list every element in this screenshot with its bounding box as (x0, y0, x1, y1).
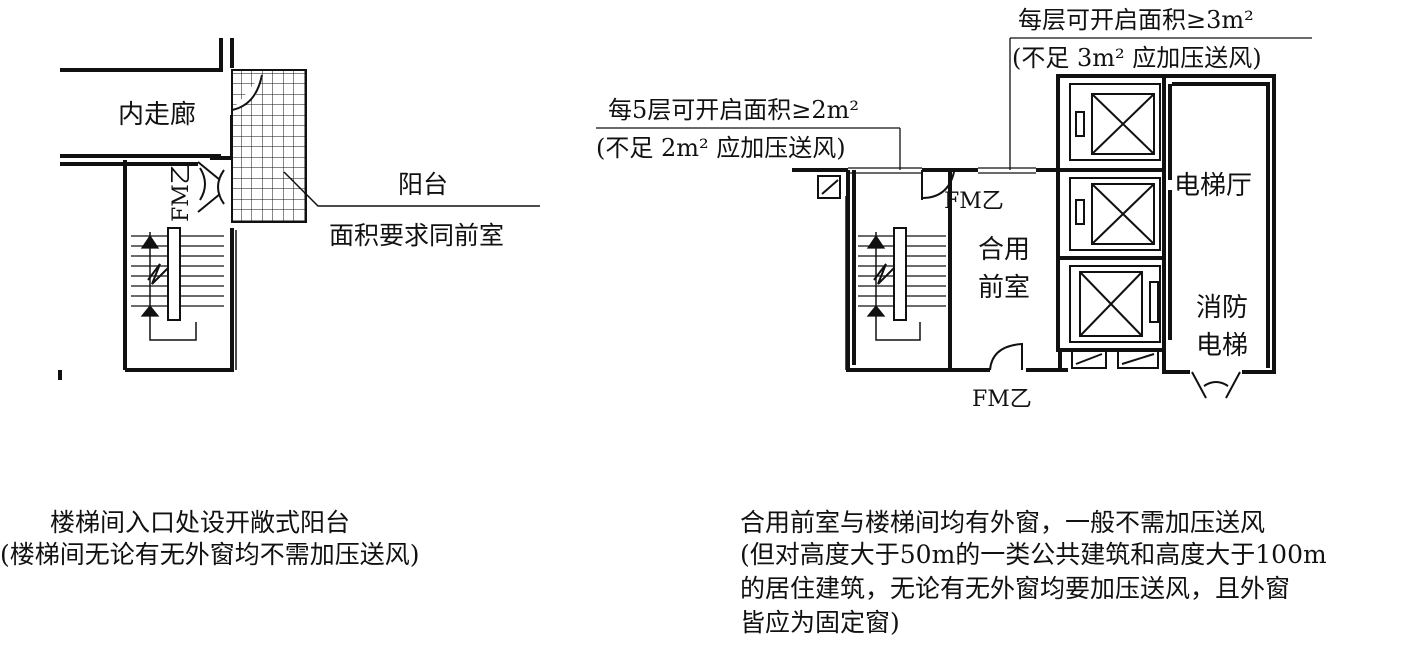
corridor-walls (60, 38, 234, 322)
req2-line2: (不足 2m² 应加压送风) (596, 134, 846, 162)
leader-2m (596, 127, 901, 170)
left-caption-line2: (楼梯间无论有无外窗均不需加压送风) (0, 540, 420, 569)
right-caption-line1: 合用前室与楼梯间均有外窗，一般不需加压送风 (740, 508, 1266, 537)
stair-flights (131, 227, 224, 341)
req3-line1: 每层可开启面积≥3m² (1018, 6, 1254, 34)
door-top-swing (921, 170, 955, 200)
door-label-left: FM乙 (169, 162, 194, 222)
shared-antechamber-line2: 前室 (978, 273, 1030, 303)
small-shaft (817, 175, 841, 199)
stair-door (197, 161, 225, 213)
shared-antechamber-line1: 合用 (978, 235, 1030, 265)
right-caption-line3: 的居住建筑，无论有无外窗均要加压送风，且外窗 (740, 574, 1291, 603)
corridor-label: 内走廊 (118, 100, 196, 130)
right-plan (596, 37, 1312, 399)
fire-elevator-line1: 消防 (1196, 293, 1248, 323)
elevator-hall-walls (1058, 74, 1276, 374)
req3-line2: (不足 3m² 应加压送风) (1012, 44, 1262, 72)
balcony-opening-arc (231, 74, 263, 111)
elevator-hall-door (1191, 371, 1241, 399)
fire-elevator-line2: 电梯 (1196, 331, 1248, 361)
bottom-ducts (1071, 349, 1159, 369)
right-stair-flights (858, 227, 946, 341)
elevator-hall-label: 电梯厅 (1174, 171, 1252, 201)
elevator-cars (1069, 83, 1161, 343)
balcony-area (231, 69, 307, 223)
left-plan (58, 38, 540, 380)
leader-3m (1009, 37, 1312, 170)
left-caption-line1: 楼梯间入口处设开敞式阳台 (50, 508, 351, 537)
door-bottom-label: FM乙 (972, 387, 1032, 412)
req2-line1: 每5层可开启面积≥2m² (608, 96, 859, 124)
elevator-shaft-walls (1056, 74, 1166, 372)
stair-shaft-walls (58, 160, 234, 380)
right-caption-line2: (但对高度大于50m的一类公共建筑和高度大于100m (740, 540, 1327, 569)
door-top-label: FM乙 (944, 189, 1004, 214)
door-bottom-swing (989, 342, 1023, 371)
balcony-requirement-label: 面积要求同前室 (329, 221, 504, 250)
balcony-label: 阳台 (398, 170, 448, 199)
right-caption-line4: 皆应为固定窗) (740, 608, 900, 637)
top-windows (848, 167, 1036, 174)
right-stair-walls (846, 170, 1068, 372)
balcony-leader (283, 171, 540, 207)
